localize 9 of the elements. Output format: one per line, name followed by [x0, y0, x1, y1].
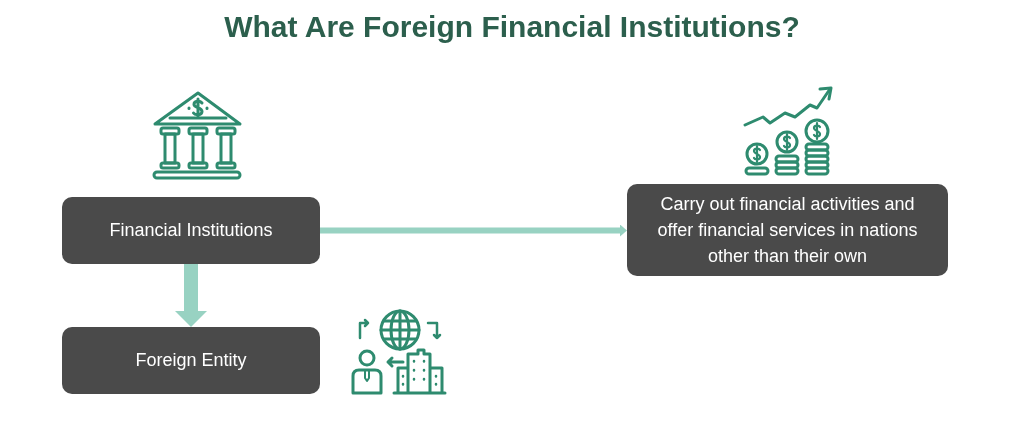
process-box [62, 197, 320, 264]
process-box [62, 327, 320, 394]
step-text: Carry out financial activities and offer financial services in nations other than their own [656, 192, 919, 269]
process-box [627, 184, 948, 276]
step-text: Foreign Entity [135, 349, 247, 373]
arrow [175, 264, 207, 327]
arrow [320, 224, 627, 237]
step-text: Financial Institutions [109, 219, 273, 243]
title: What Are Foreign Financial Institutions? [224, 9, 800, 45]
